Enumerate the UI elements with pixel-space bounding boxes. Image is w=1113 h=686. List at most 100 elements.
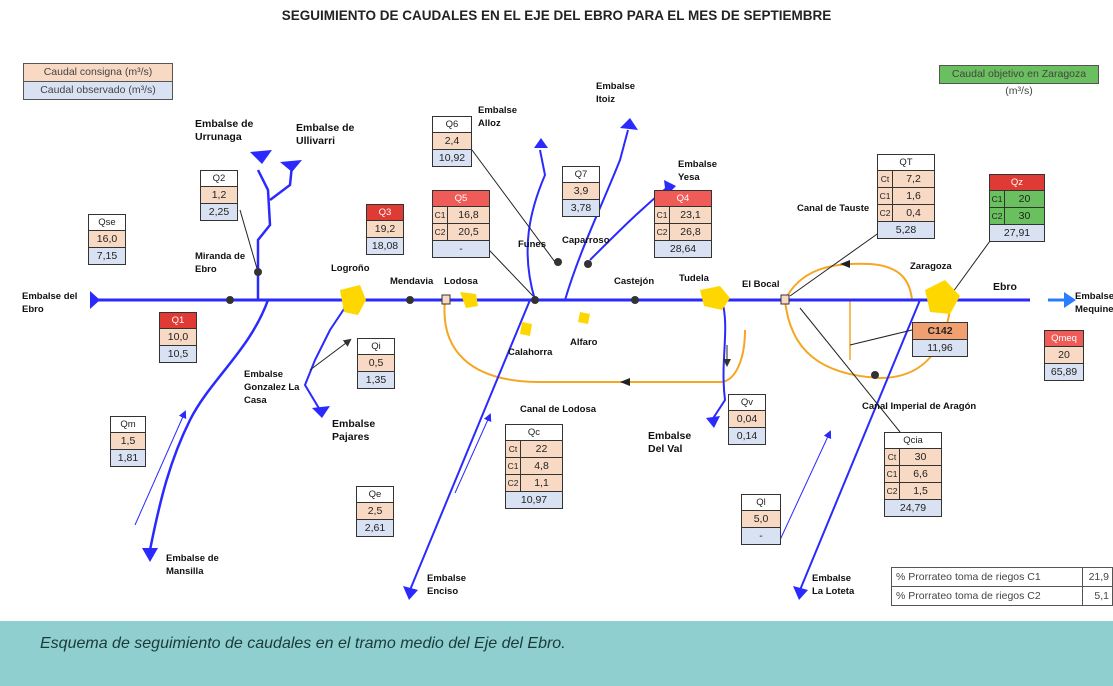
box-consigna: 3,9 (563, 183, 599, 200)
box-header: Qi (358, 339, 394, 355)
box-observado: - (742, 528, 780, 544)
prorrateo-row-c2: % Prorrateo toma de riegos C2 5,1 (892, 586, 1112, 605)
label-urrunaga: Embalse de Urrunaga (195, 118, 254, 143)
label-loteta: Embalse La Loteta (812, 573, 855, 597)
box-observado: 2,25 (201, 204, 237, 220)
city-zaragoza (925, 280, 960, 314)
box-header: QT (878, 155, 934, 171)
label-ullivarri: Embalse de Ullivarri (296, 122, 355, 147)
legend-consigna: Caudal consigna (m³/s) (23, 63, 173, 82)
row-value: 1,5 (900, 483, 941, 499)
label-enciso: Embalse Enciso (427, 573, 467, 597)
box-header: Q4 (655, 191, 711, 207)
canal-imperial-inner (800, 299, 851, 360)
box-observado: 1,81 (111, 450, 145, 466)
row-key: C2 (506, 475, 521, 491)
trib-urrunaga (256, 169, 272, 300)
box-consigna: 10,0 (160, 329, 196, 346)
row-key: C2 (655, 224, 670, 240)
box-qmeq: Qmeq 20 65,89 (1044, 330, 1084, 381)
label-embalse-ebro: Embalse del Ebro (22, 291, 78, 315)
box-observado: 1,35 (358, 372, 394, 388)
trib-loteta (799, 299, 921, 591)
box-observado: 3,78 (563, 200, 599, 216)
legend-observado: Caudal observado (m³/s) (23, 81, 173, 100)
label-lodosa: Lodosa (444, 276, 478, 287)
diagram-title: SEGUIMIENTO DE CAUDALES EN EL EJE DEL EB… (281, 8, 832, 23)
box-observado: 10,92 (433, 150, 471, 166)
row-value: 1,1 (521, 475, 562, 491)
box-header: Qe (357, 487, 393, 503)
label-mendavia: Mendavia (390, 276, 434, 287)
label-funes: Funes (518, 239, 546, 250)
label-mansilla: Embalse de Mansilla (166, 553, 219, 577)
box-header: Q1 (160, 313, 196, 329)
box-q6: Q6 2,4 10,92 (432, 116, 472, 167)
box-header: Qv (729, 395, 765, 411)
row-value: 23,1 (670, 207, 711, 223)
row-key: C1 (655, 207, 670, 223)
row-value: 20,5 (448, 224, 489, 240)
box-observado: - (433, 241, 489, 257)
prorrateo-c2-value: 5,1 (1094, 590, 1109, 602)
box-header: Q7 (563, 167, 599, 183)
row-key: C1 (990, 191, 1005, 207)
row-value: 7,2 (893, 171, 934, 187)
caption-text: Esquema de seguimiento de caudales en el… (40, 635, 566, 652)
label-yesa: Embalse Yesa (678, 159, 718, 183)
row-value: 30 (1005, 208, 1044, 224)
prorrateo-c2-label: % Prorrateo toma de riegos C2 (892, 587, 1083, 605)
row-value: 0,4 (893, 205, 934, 221)
label-tudela: Tudela (679, 273, 709, 284)
prorrateo-c1-label: % Prorrateo toma de riegos C1 (892, 568, 1083, 586)
box-header: Qmeq (1045, 331, 1083, 347)
label-itoiz: Embalse Itoiz (596, 81, 636, 105)
box-consigna: 20 (1045, 347, 1083, 364)
box-header: Qcia (885, 433, 941, 449)
canal-tauste-line (784, 262, 913, 301)
row-key: C2 (433, 224, 448, 240)
label-miranda: Miranda de Ebro (195, 251, 246, 275)
row-value: 30 (900, 449, 941, 465)
label-logrono: Logroño (331, 263, 370, 274)
row-value: 26,8 (670, 224, 711, 240)
row-value: 16,8 (448, 207, 489, 223)
label-ebro: Ebro (993, 281, 1017, 293)
row-value: 22 (521, 441, 562, 457)
row-key: C2 (885, 483, 900, 499)
label-pajares: Embalse Pajares (332, 418, 376, 443)
box-observado: 7,15 (89, 248, 125, 264)
label-zaragoza: Zaragoza (910, 261, 952, 272)
label-gonzalez: Embalse Gonzalez La Casa (244, 369, 300, 406)
row-key: C1 (878, 188, 893, 204)
box-header: Q3 (367, 205, 403, 221)
box-ql: Ql 5,0 - (741, 494, 781, 545)
box-q1: Q1 10,0 10,5 (159, 312, 197, 363)
box-qv: Qv 0,04 0,14 (728, 394, 766, 445)
box-observado: 0,14 (729, 428, 765, 444)
box-qe: Qe 2,5 2,61 (356, 486, 394, 537)
box-observado: 10,97 (506, 492, 562, 508)
city-calahorra (520, 322, 532, 336)
label-castejon: Castejón (614, 276, 655, 287)
box-header: Q6 (433, 117, 471, 133)
trib-enciso (409, 299, 531, 591)
ebro-end-arrow (1064, 292, 1076, 308)
box-observado: 28,64 (655, 241, 711, 257)
box-observado: 24,79 (885, 500, 941, 516)
box-header: Qm (111, 417, 145, 433)
box-consigna: 19,2 (367, 221, 403, 238)
row-key: C2 (878, 205, 893, 221)
box-header: Qc (506, 425, 562, 441)
row-value: 20 (1005, 191, 1044, 207)
label-canal-imperial: Canal Imperial de Aragón (862, 401, 977, 412)
label-el-bocal: El Bocal (742, 279, 780, 290)
city-alfaro (578, 312, 590, 324)
box-consigna: 0,04 (729, 411, 765, 428)
row-key: C2 (990, 208, 1005, 224)
row-value: 4,8 (521, 458, 562, 474)
row-key: Ct (878, 171, 893, 187)
